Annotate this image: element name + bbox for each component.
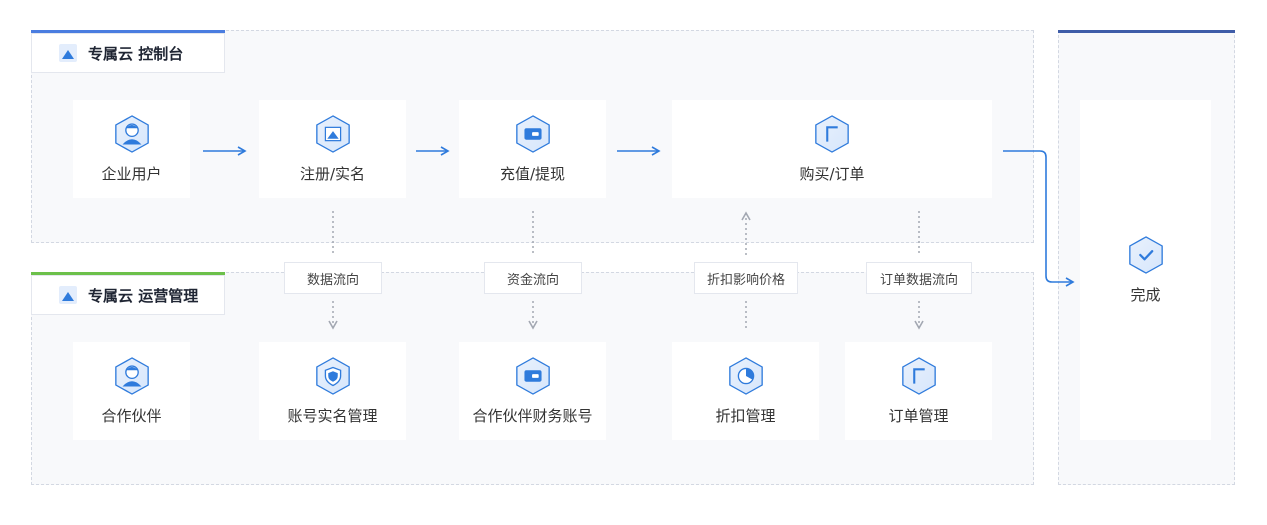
node-discount-management-label: 折扣管理 xyxy=(715,406,776,425)
node-partner-finance-label: 合作伙伴财务账号 xyxy=(472,406,593,425)
node-enterprise-user: 企业用户 xyxy=(73,100,190,198)
node-account-verification-label: 账号实名管理 xyxy=(287,406,378,425)
node-recharge: 充值/提现 xyxy=(459,100,606,198)
ops-zone-title-text: 专属云 运营管理 xyxy=(88,286,199,305)
ops-zone-title: 专属云 运营管理 xyxy=(31,275,225,315)
pie-chart-icon xyxy=(728,356,763,395)
node-partner-finance: 合作伙伴财务账号 xyxy=(459,342,606,440)
check-icon xyxy=(1128,235,1163,274)
order-icon xyxy=(901,356,936,395)
image-icon xyxy=(315,114,350,153)
done-zone-accent-bar xyxy=(1058,30,1235,33)
node-account-verification: 账号实名管理 xyxy=(259,342,406,440)
console-zone-title: 专属云 控制台 xyxy=(31,33,225,73)
node-done: 完成 xyxy=(1080,100,1211,440)
tag-data-flow: 数据流向 xyxy=(284,262,382,294)
wallet-icon xyxy=(515,356,550,395)
node-done-label: 完成 xyxy=(1130,285,1161,304)
node-register-label: 注册/实名 xyxy=(299,164,366,183)
node-partner: 合作伙伴 xyxy=(73,342,190,440)
cloud-logo-icon xyxy=(59,286,77,304)
node-discount-management: 折扣管理 xyxy=(672,342,819,440)
shield-icon xyxy=(315,356,350,395)
cloud-logo-icon xyxy=(59,44,77,62)
console-zone-accent-bar xyxy=(31,30,225,33)
node-purchase-order-label: 购买/订单 xyxy=(799,164,865,183)
node-recharge-label: 充值/提现 xyxy=(499,164,566,183)
node-order-management-label: 订单管理 xyxy=(888,406,949,425)
node-register: 注册/实名 xyxy=(259,100,406,198)
tag-discount-affects-price: 折扣影响价格 xyxy=(694,262,798,294)
ops-zone-accent-bar xyxy=(31,272,225,275)
node-order-management: 订单管理 xyxy=(845,342,992,440)
order-icon xyxy=(815,114,849,153)
user-avatar-icon xyxy=(114,114,149,153)
node-enterprise-user-label: 企业用户 xyxy=(101,164,162,183)
tag-order-data-flow: 订单数据流向 xyxy=(866,262,972,294)
console-zone-title-text: 专属云 控制台 xyxy=(88,44,184,63)
tag-funds-flow: 资金流向 xyxy=(484,262,582,294)
node-partner-label: 合作伙伴 xyxy=(101,406,162,425)
node-purchase-order: 购买/订单 xyxy=(672,100,992,198)
wallet-icon xyxy=(515,114,550,153)
user-avatar-icon xyxy=(114,356,149,395)
